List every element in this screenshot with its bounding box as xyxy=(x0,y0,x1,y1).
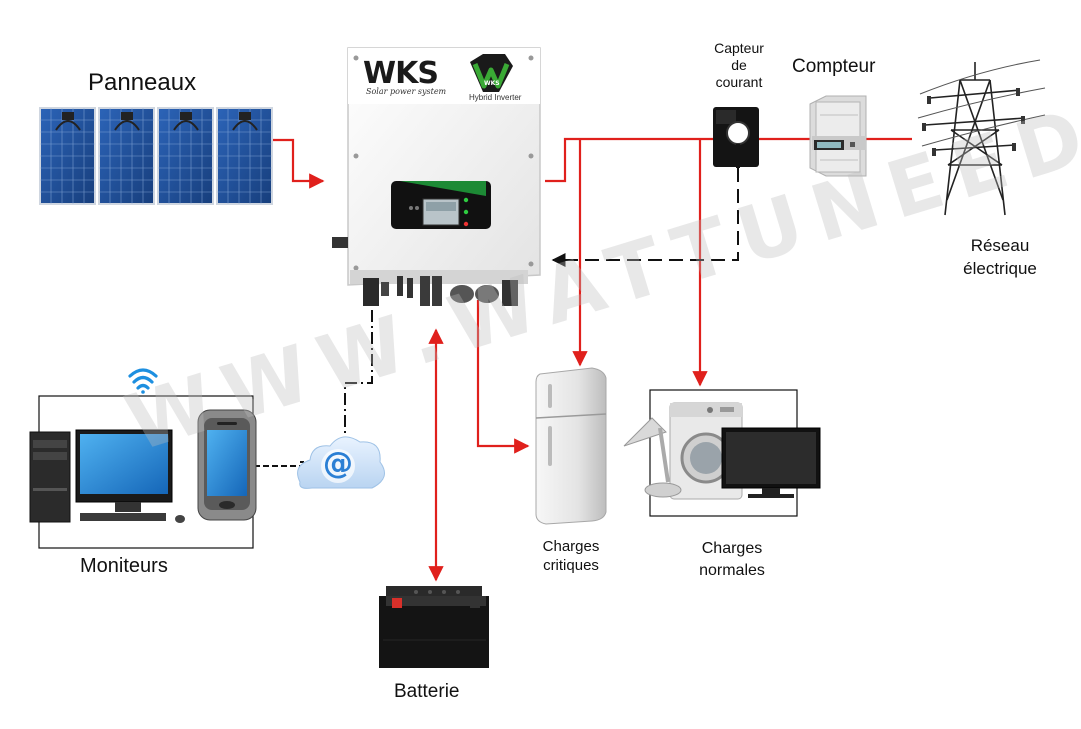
energy-meter-icon xyxy=(809,95,867,177)
label-current-sensor: Capteur de courant xyxy=(698,40,780,91)
inverter-tagline: Solar power system xyxy=(366,87,447,96)
label-battery: Batterie xyxy=(394,681,460,702)
inverter-logo-icon xyxy=(470,54,513,92)
internet-cloud-icon xyxy=(297,436,385,489)
power-lines xyxy=(270,137,912,582)
label-normal-loads: Charges normales xyxy=(682,538,782,582)
inverter-icon xyxy=(332,47,541,306)
internet-symbol: @ xyxy=(323,446,353,481)
smartphone-icon xyxy=(197,409,257,521)
label-critical-loads-line1: Charges xyxy=(542,538,600,555)
label-critical-loads: Charges critiques xyxy=(526,537,616,575)
refrigerator-icon xyxy=(535,367,607,525)
label-grid-line2: électrique xyxy=(963,259,1037,278)
label-critical-loads-line2: critiques xyxy=(543,557,599,574)
inverter-logo-text: WKS xyxy=(484,80,500,87)
battery-icon xyxy=(379,586,489,668)
panels-to-inverter-line xyxy=(270,138,325,189)
television-icon xyxy=(721,427,821,498)
inverter-brand: WKS xyxy=(363,56,439,91)
label-current-sensor-line3: courant xyxy=(715,74,763,90)
desktop-computer-icon xyxy=(29,429,185,523)
label-meter: Compteur xyxy=(792,56,876,77)
wifi-icon xyxy=(128,368,158,394)
label-monitors: Moniteurs xyxy=(80,555,168,577)
label-grid: Réseau électrique xyxy=(944,234,1056,280)
label-current-sensor-line1: Capteur xyxy=(714,40,764,56)
sensor-signal-line xyxy=(551,168,739,267)
label-normal-loads-line2: normales xyxy=(699,562,765,579)
inverter-model: Hybrid Inverter xyxy=(469,93,522,102)
communication-line xyxy=(300,310,373,463)
solar-panel-icon xyxy=(39,107,273,205)
power-pylon-icon xyxy=(917,59,1046,216)
label-panels: Panneaux xyxy=(88,69,197,96)
desk-lamp-icon xyxy=(623,417,682,498)
current-sensor-icon xyxy=(713,107,759,168)
inverter-to-grid-line xyxy=(545,137,720,183)
label-current-sensor-line2: de xyxy=(731,57,747,73)
label-grid-line1: Réseau xyxy=(970,236,1030,255)
label-normal-loads-line1: Charges xyxy=(701,540,763,557)
backup-output-line xyxy=(476,300,530,454)
